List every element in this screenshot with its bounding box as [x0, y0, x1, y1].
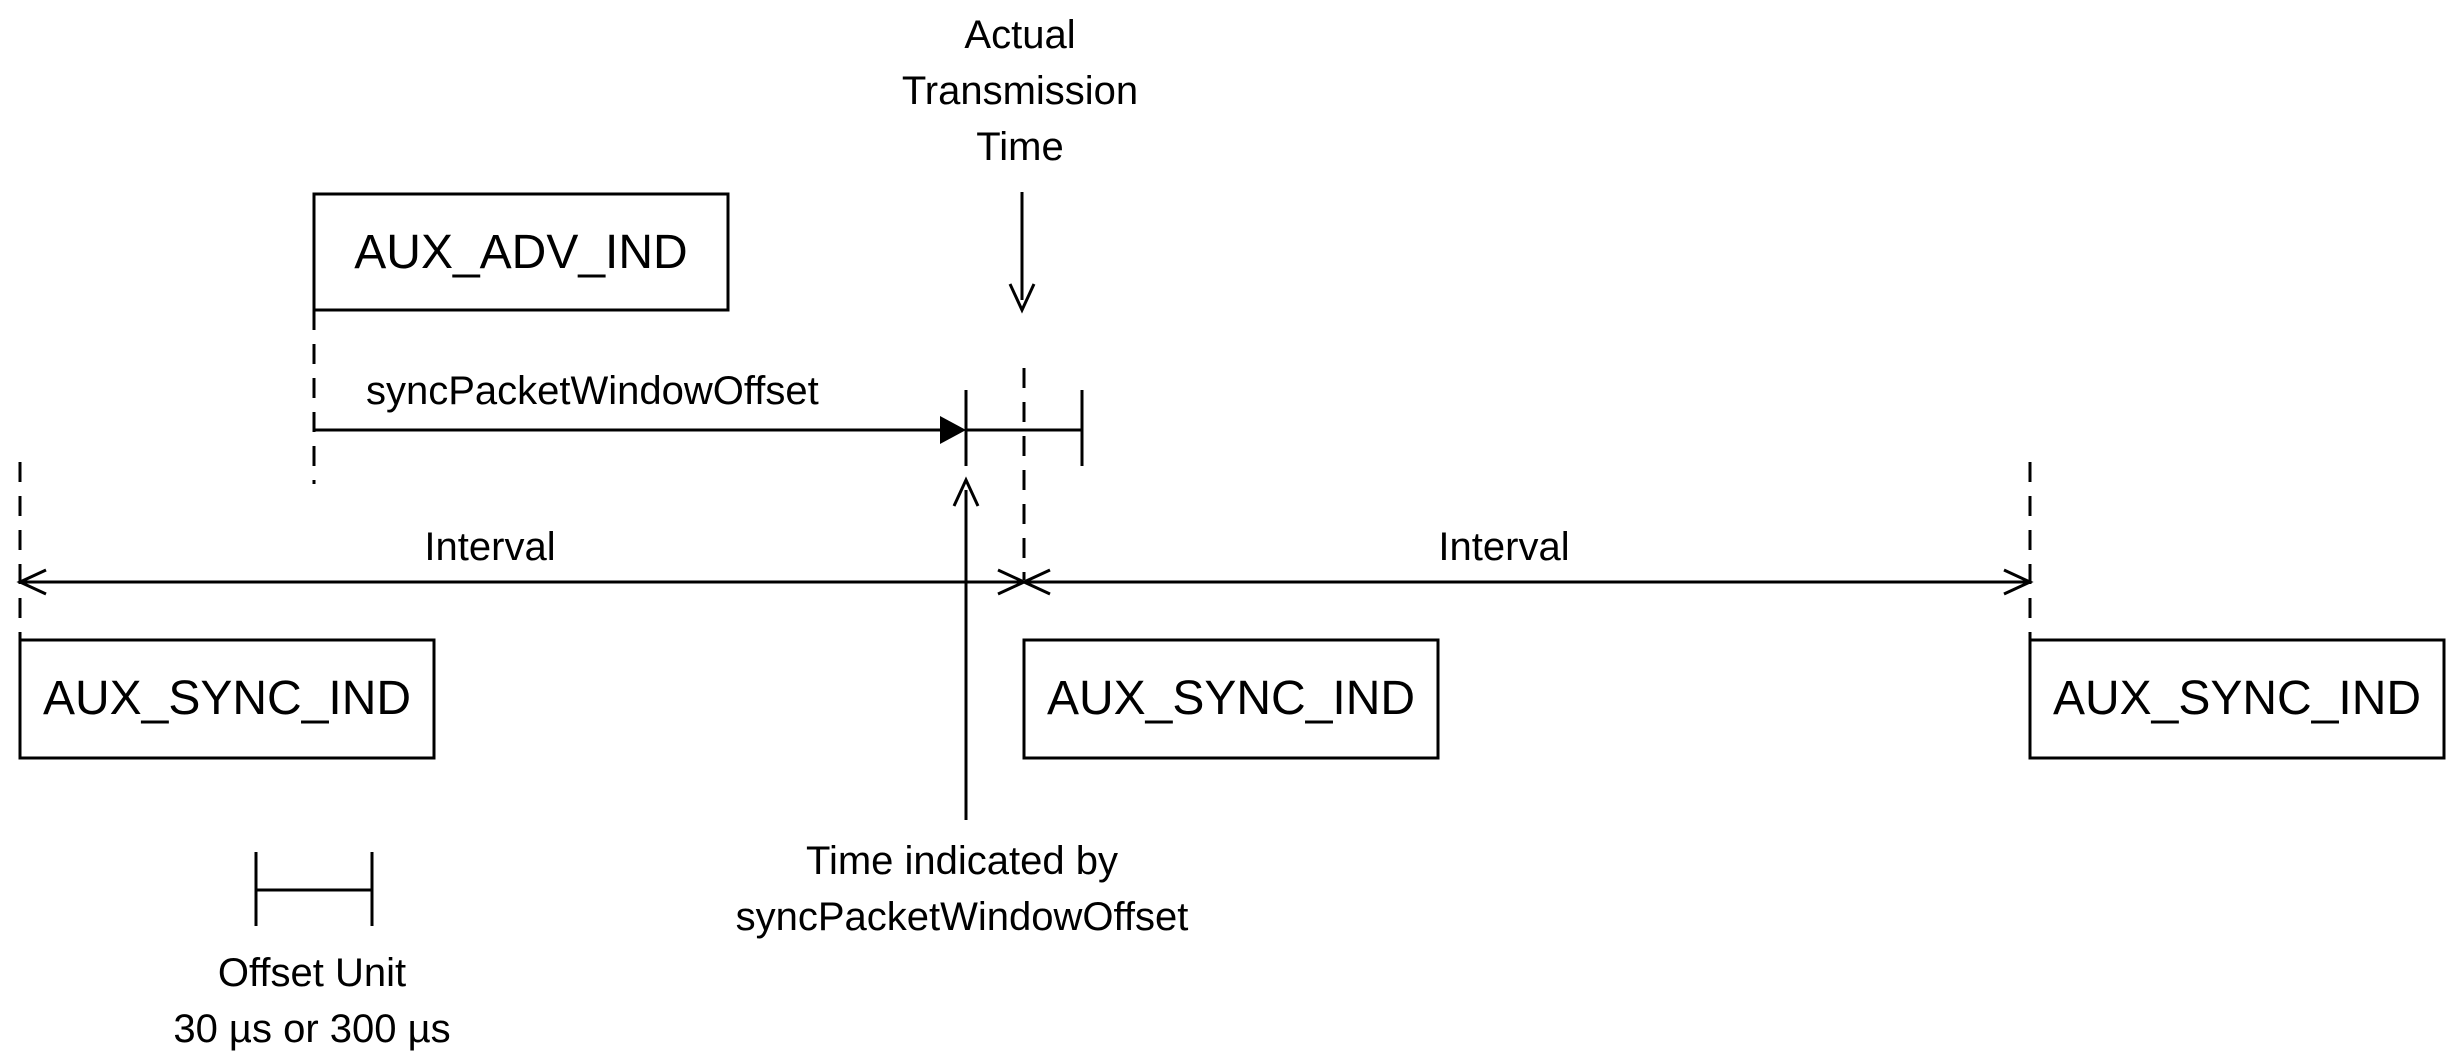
offset-unit-label-line2: 30 µs or 300 µs — [173, 1007, 450, 1051]
interval-right-label: Interval — [1438, 525, 1569, 569]
interval-right-arrowhead-start — [1020, 568, 1051, 596]
aux-adv-ind-label: AUX_ADV_IND — [354, 226, 687, 279]
aux-sync-ind-label-2: AUX_SYNC_IND — [1047, 672, 1415, 725]
interval-left-arrowhead-start — [16, 568, 47, 596]
actual-transmission-time-label-line1: Actual — [964, 13, 1075, 57]
actual-time-arrow-head — [1008, 283, 1036, 314]
actual-transmission-time-label-line3: Time — [976, 125, 1063, 169]
time-indicated-label-line2: syncPacketWindowOffset — [736, 895, 1189, 939]
aux-sync-ind-box-3 — [2028, 638, 2446, 760]
interval-left-label: Interval — [424, 525, 555, 569]
actual-transmission-time-label-line2: Transmission — [902, 69, 1138, 113]
aux-sync-ind-box-2 — [1022, 638, 1440, 760]
offset-unit-label-line1: Offset Unit — [218, 951, 406, 995]
time-indicated-label-line1: Time indicated by — [806, 839, 1118, 883]
aux-sync-ind-box-1 — [18, 638, 436, 760]
sync-packet-window-offset-arrowhead — [940, 416, 966, 444]
aux-adv-ind-box — [312, 192, 730, 312]
time-indicated-arrowhead — [952, 476, 980, 507]
interval-right-arrowhead-end — [2003, 568, 2034, 596]
aux-sync-ind-label-1: AUX_SYNC_IND — [43, 672, 411, 725]
sync-packet-window-offset-label: syncPacketWindowOffset — [366, 369, 819, 413]
aux-sync-ind-label-3: AUX_SYNC_IND — [2053, 672, 2421, 725]
